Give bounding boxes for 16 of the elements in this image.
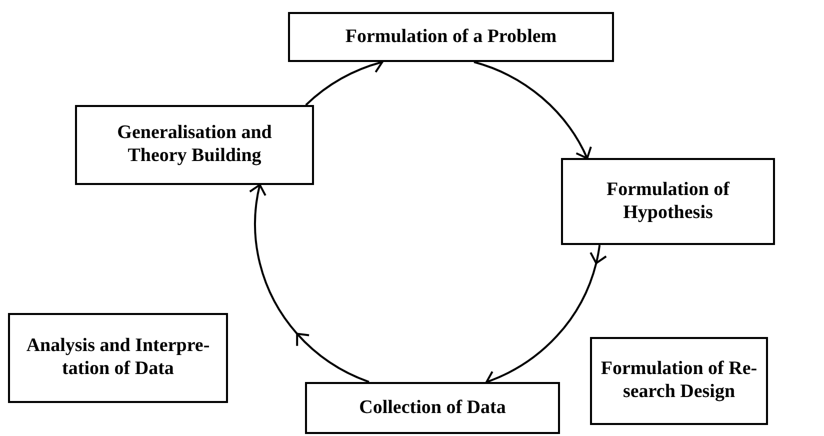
process-box xyxy=(561,158,775,245)
arc-arrow xyxy=(474,61,592,159)
step-label: Formulation of a Problem xyxy=(345,26,557,48)
step-label: Formulation of Hypothesis xyxy=(606,178,731,224)
step-label: Formulation of Re- search Design xyxy=(600,358,758,404)
arc-arrow xyxy=(249,184,370,383)
step-label: Generalisation and Theory Building xyxy=(116,122,273,168)
process-box xyxy=(8,313,228,403)
arc-arrow xyxy=(305,61,384,106)
process-box xyxy=(75,105,314,185)
process-box xyxy=(288,12,614,62)
step-label: Collection of Data xyxy=(359,396,506,420)
process-box xyxy=(590,337,768,425)
process-box xyxy=(305,382,560,434)
step-label: Analysis and Interpre- tation of Data xyxy=(25,335,211,381)
arc-arrow xyxy=(486,244,607,384)
